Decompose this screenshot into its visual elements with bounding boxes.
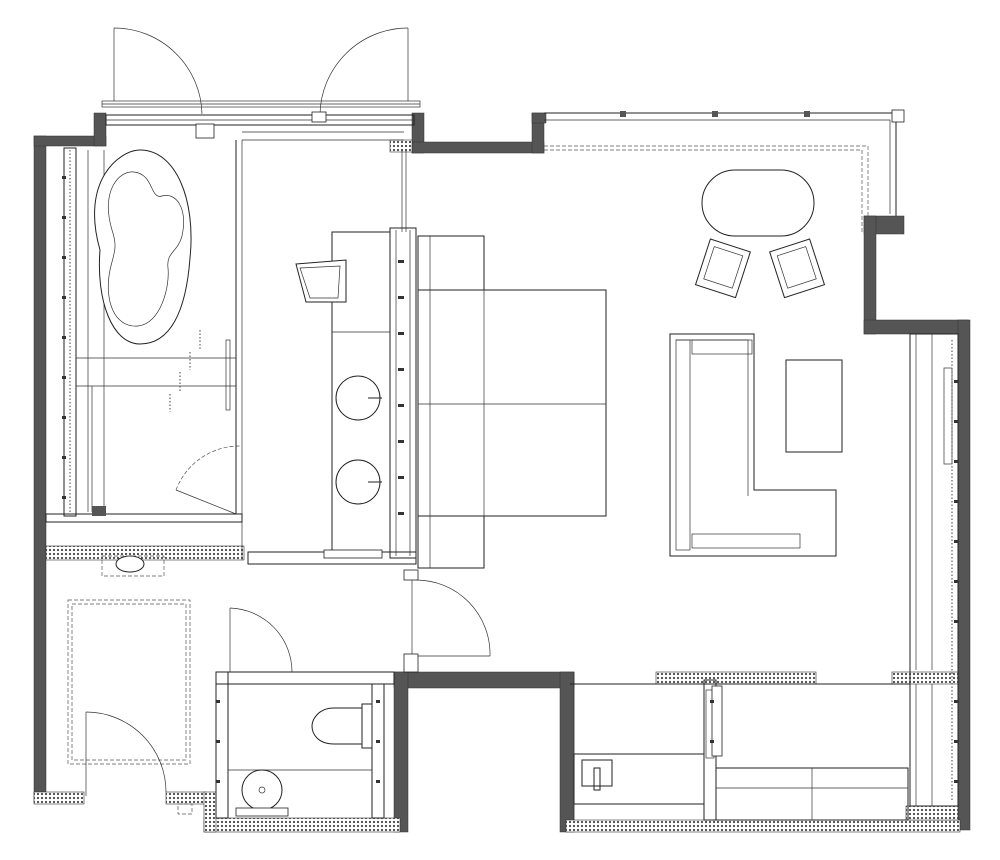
top-balcony-doors: [101, 27, 421, 139]
hatched-walls: [33, 139, 961, 833]
bar-sink: [581, 759, 613, 787]
right-windows: [909, 333, 959, 807]
l-shaped-sofa: [669, 333, 837, 557]
living-area: [669, 169, 843, 557]
bedroom: [403, 235, 607, 673]
bathtub-basin: [107, 171, 184, 327]
armchair-left: [694, 238, 751, 299]
bathtub: [94, 149, 192, 345]
coffee-table: [785, 359, 843, 453]
shoe-cabinet-handle: [115, 555, 145, 573]
toilet-room: [177, 671, 395, 819]
bed: [417, 289, 607, 517]
bathroom: [45, 131, 404, 560]
hand-basin: [241, 769, 283, 811]
entry-closet: [67, 555, 293, 796]
living-windows: [544, 109, 905, 232]
dining-table: [701, 169, 815, 237]
armchair-right: [769, 238, 826, 299]
exterior-walls: [33, 112, 971, 833]
vanity: [247, 150, 417, 565]
vanity-chair: [295, 259, 347, 303]
pantry: [570, 672, 910, 821]
panel-joints: [62, 176, 958, 783]
toilet: [311, 707, 363, 745]
